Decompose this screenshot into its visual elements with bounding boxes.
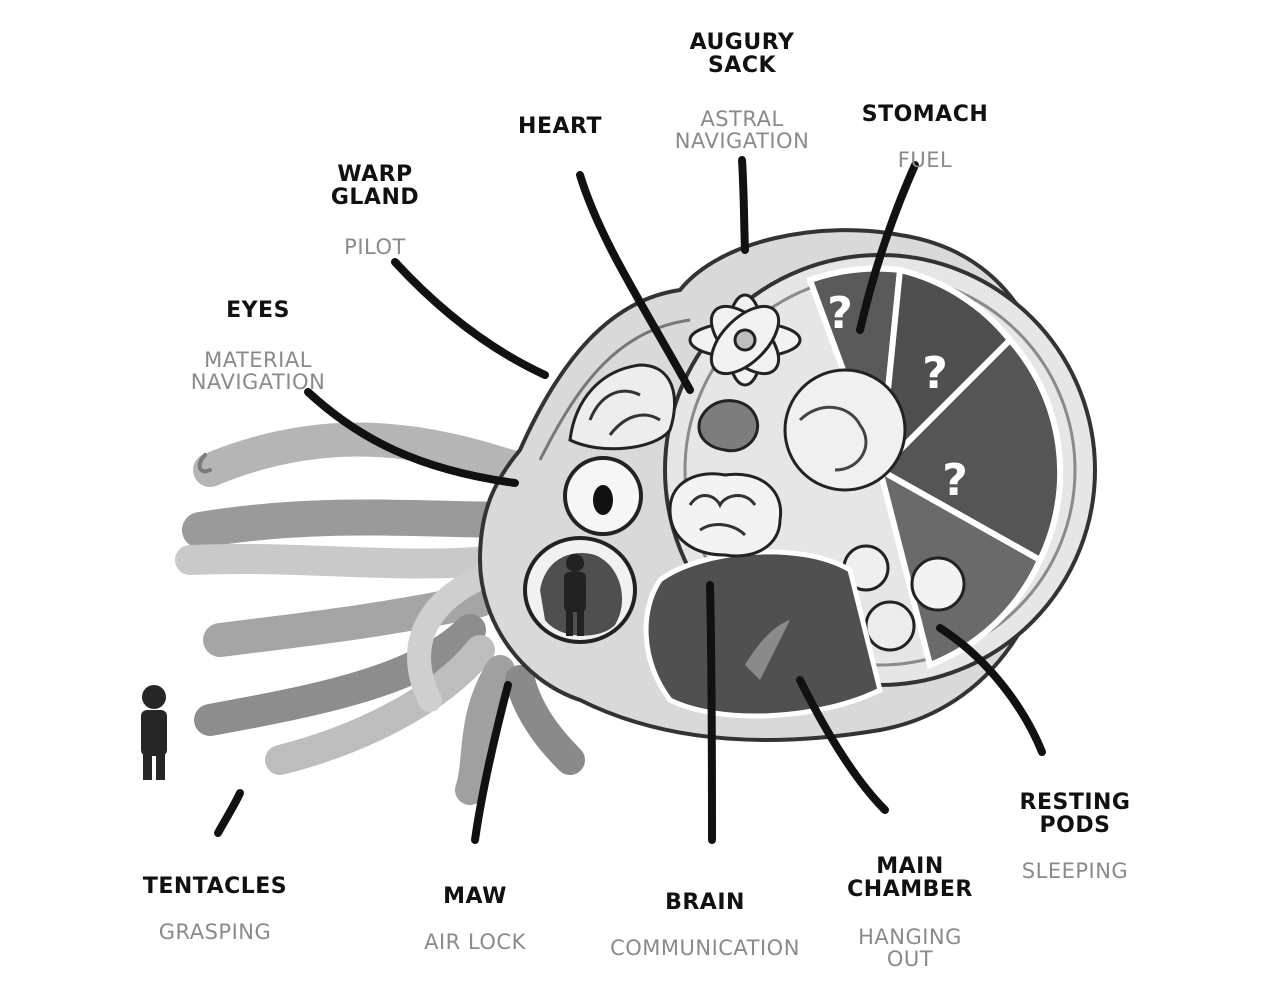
- leader-line-augury-sack: [738, 156, 749, 254]
- leader-line-maw: [471, 681, 512, 844]
- heart-drawing: [697, 399, 760, 453]
- label-warp-gland: WARP GLAND PILOT: [315, 146, 435, 275]
- eyes-function: MATERIAL NAVIGATION: [190, 347, 326, 394]
- maw-drawing: [523, 536, 637, 644]
- leader-lines: [214, 156, 1046, 844]
- warp-gland-function: PILOT: [344, 234, 406, 259]
- warp-gland-drawing: [568, 363, 677, 451]
- stomach-mark-3: ?: [942, 455, 968, 506]
- main-chamber-drawing: [643, 549, 883, 719]
- leader-line-main-chamber: [796, 676, 889, 814]
- warp-gland-name: WARP GLAND: [330, 161, 420, 210]
- leader-line-tentacles: [214, 789, 244, 837]
- stomach-mark-1: ?: [827, 288, 853, 339]
- resting-pods-function: SLEEPING: [1021, 858, 1129, 883]
- stomach-drawing: [806, 265, 1064, 565]
- maw-function: AIR LOCK: [424, 929, 526, 954]
- augury-sack-function: ASTRAL NAVIGATION: [674, 106, 810, 153]
- resting-pods-drawing: [842, 463, 1044, 670]
- augury-sack-name: AUGURY SACK: [689, 29, 795, 78]
- eyes-name: EYES: [226, 297, 290, 323]
- heart-name: HEART: [518, 113, 602, 139]
- label-stomach: STOMACH FUEL: [845, 86, 1005, 188]
- label-eyes: EYES MATERIAL NAVIGATION: [168, 282, 348, 410]
- brain-drawing: [668, 472, 783, 558]
- leader-line-brain: [706, 581, 716, 844]
- label-brain: BRAIN COMMUNICATION: [590, 874, 820, 976]
- tentacles-function: GRASPING: [158, 919, 272, 944]
- scale-figure-drawing: [141, 685, 167, 780]
- label-augury-sack: AUGURY SACK ASTRAL NAVIGATION: [662, 14, 822, 169]
- tentacles-name: TENTACLES: [142, 873, 288, 899]
- fuel-sac-drawing: [783, 368, 907, 492]
- resting-pods-name: RESTING PODS: [1019, 789, 1131, 838]
- label-tentacles: TENTACLES GRASPING: [120, 858, 310, 960]
- leader-line-warp-gland: [391, 258, 549, 379]
- leader-line-eyes: [304, 388, 519, 487]
- stomach-name: STOMACH: [861, 101, 989, 127]
- leader-line-resting-pods: [936, 624, 1046, 756]
- tentacles-drawing: [175, 422, 585, 805]
- leader-line-heart: [576, 171, 694, 394]
- main-chamber-name: MAIN CHAMBER: [847, 853, 973, 902]
- leader-line-stomach: [856, 161, 919, 334]
- label-main-chamber: MAIN CHAMBER HANGING OUT: [835, 838, 985, 987]
- label-resting-pods: RESTING PODS SLEEPING: [1000, 774, 1150, 899]
- augury-sack-drawing: [688, 293, 802, 387]
- stomach-mark-2: ?: [922, 348, 948, 399]
- stomach-function: FUEL: [897, 147, 953, 172]
- maw-name: MAW: [443, 883, 507, 909]
- label-heart: HEART: [490, 98, 630, 155]
- eye-drawing: [563, 456, 643, 536]
- label-maw: MAW AIR LOCK: [405, 868, 545, 970]
- brain-function: COMMUNICATION: [610, 935, 800, 960]
- brain-name: BRAIN: [665, 889, 745, 915]
- main-chamber-function: HANGING OUT: [858, 924, 962, 971]
